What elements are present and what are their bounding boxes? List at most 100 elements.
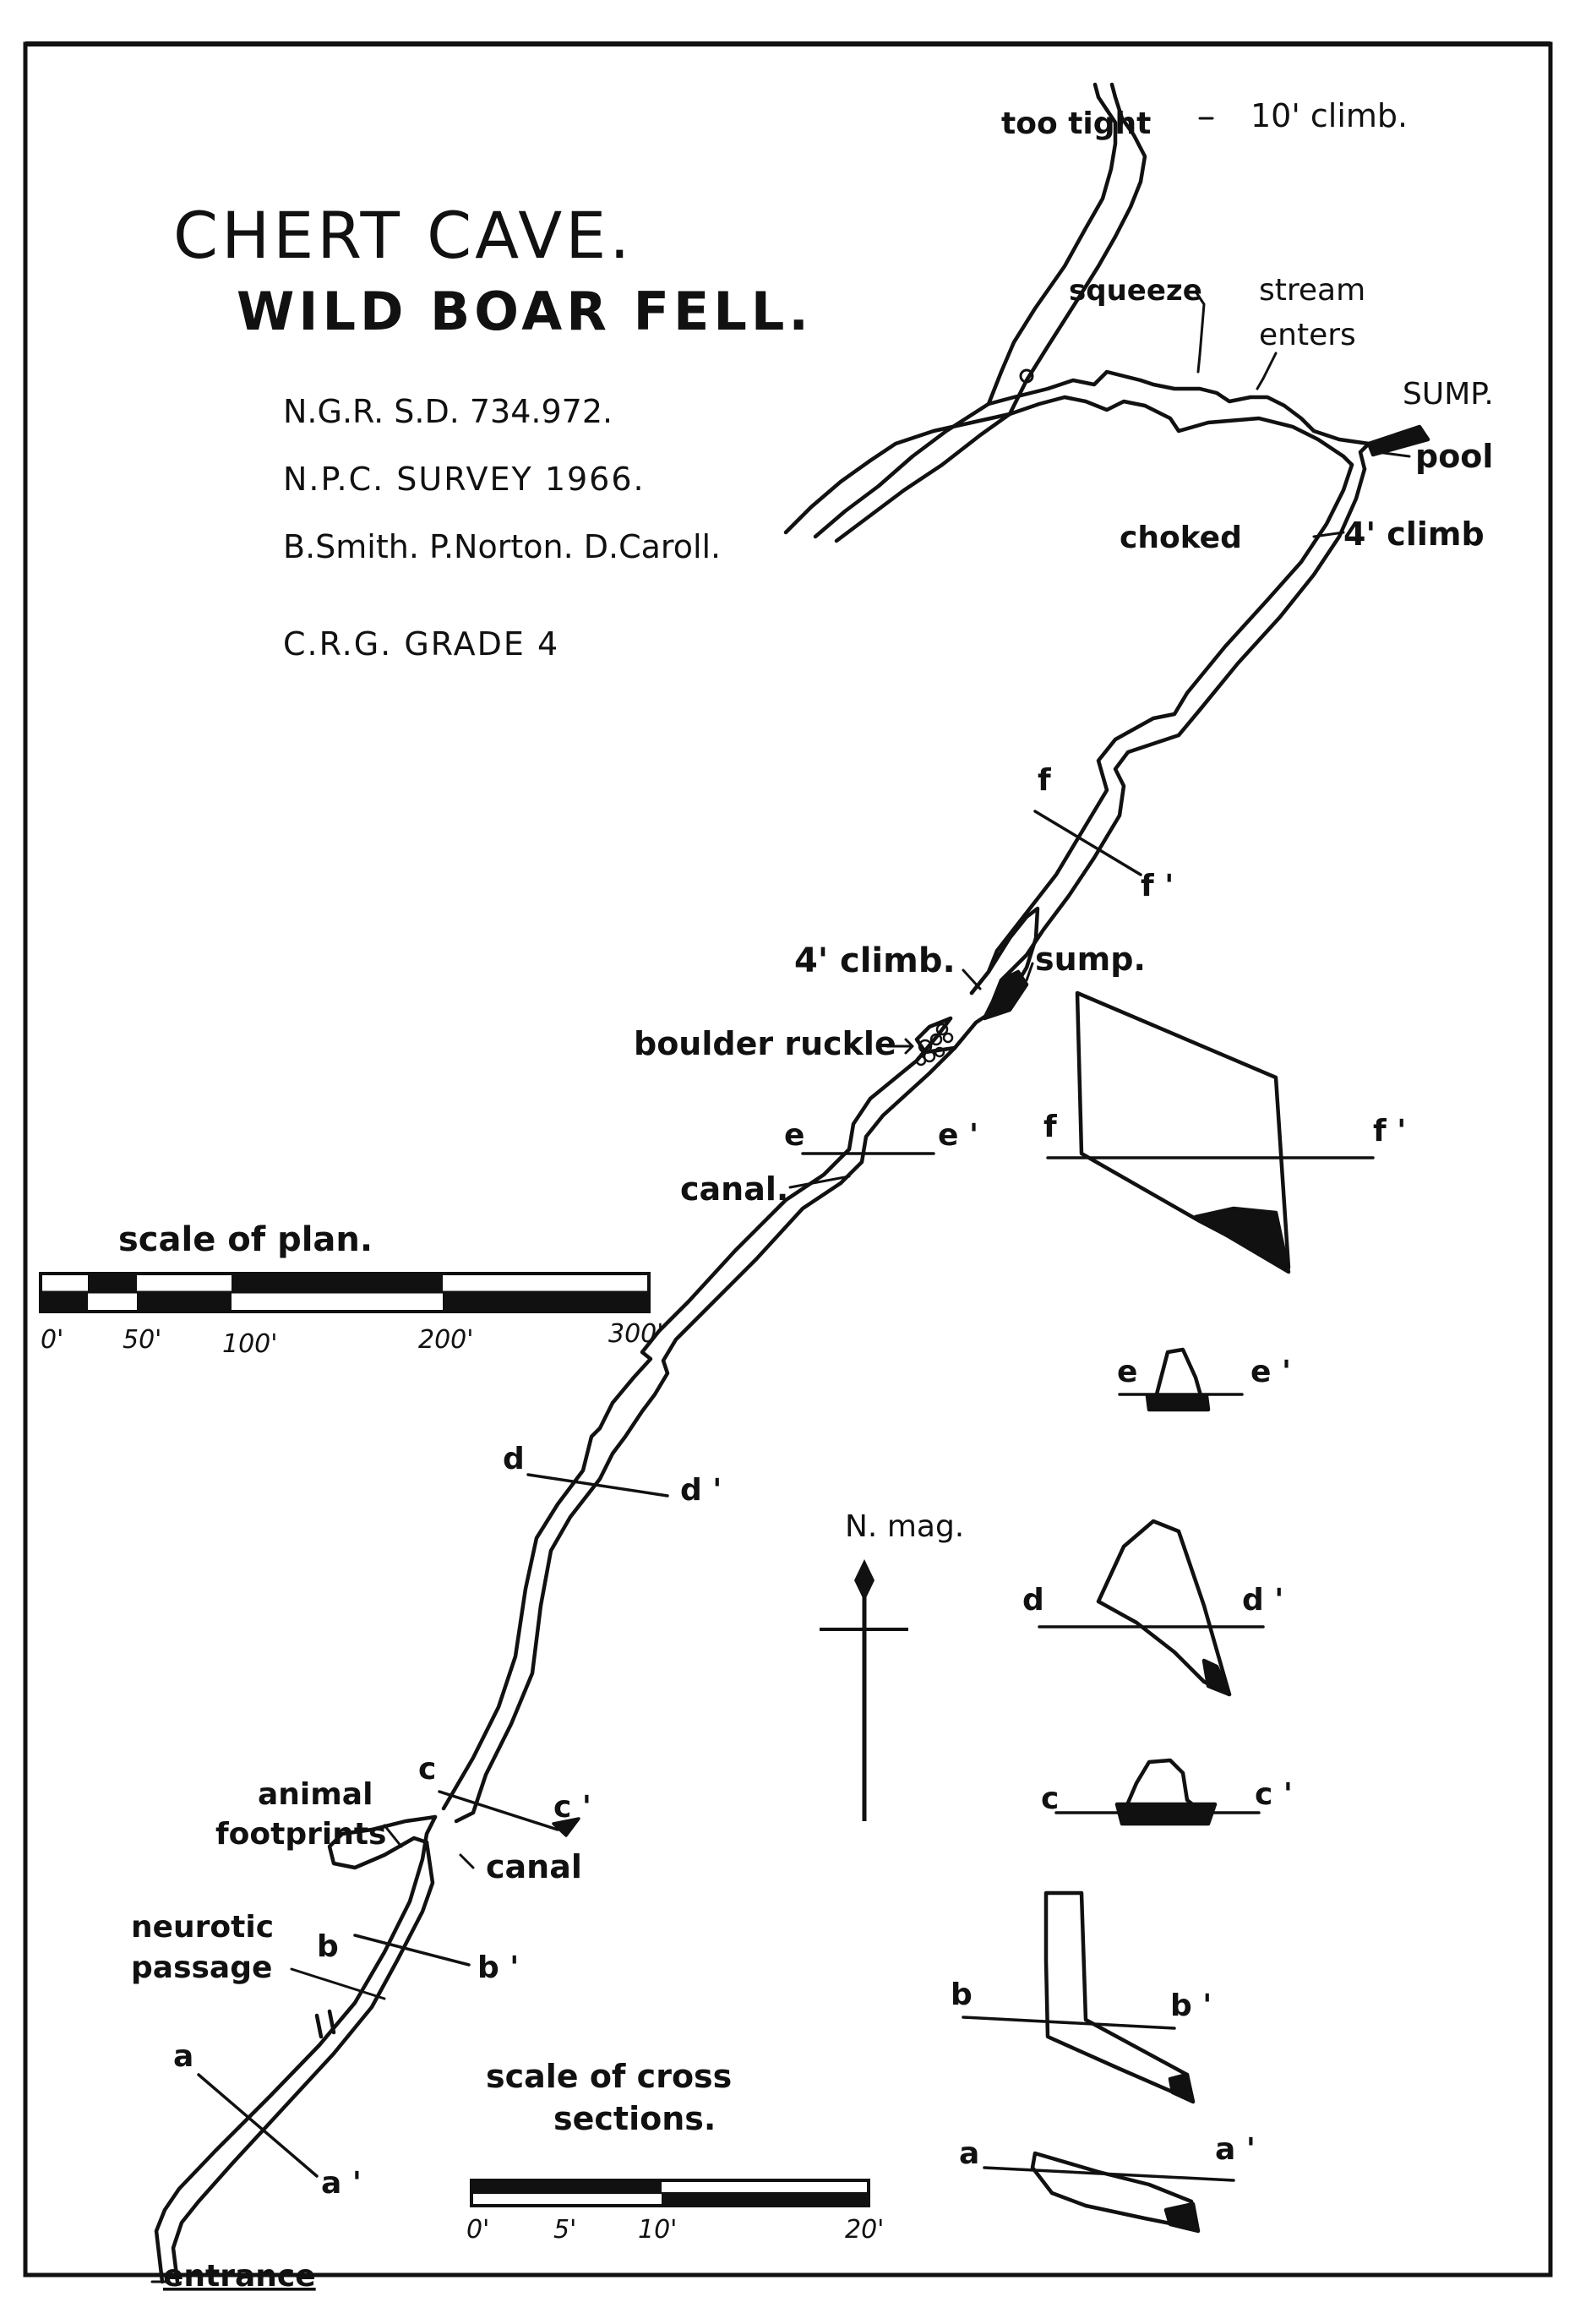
label-ten-foot-climb: 10' climb. <box>1250 97 1408 134</box>
section-line-a <box>197 2073 319 2178</box>
cross-section-a <box>983 2151 1235 2234</box>
plan-mark-a-prime: a ' <box>321 2166 362 2201</box>
leader-boulder-ruckle <box>885 1038 914 1055</box>
leader-canal-upper <box>788 1175 851 1189</box>
xs-c-left: c <box>1041 1781 1059 1816</box>
cross-section-b <box>962 1890 1196 2104</box>
neurotic-passage-mark <box>314 2009 336 2039</box>
grid-reference: N.G.R. S.D. 734.972. <box>283 393 613 430</box>
plan-section-lines <box>197 810 1142 2178</box>
cross-section-e <box>1118 1347 1244 1412</box>
north-passage-west <box>986 107 1118 406</box>
leader-neurotic <box>290 1967 386 2000</box>
section-scale-tick-10: 10' <box>638 2215 677 2245</box>
xs-b-left: b <box>951 1978 973 2012</box>
section-mark-c-wedge <box>552 1817 580 1837</box>
plan-scale-seg-4 <box>232 1274 443 1292</box>
xs-a-left: a <box>959 2136 979 2171</box>
label-sump-upper: SUMP. <box>1403 377 1494 412</box>
section-scale-title-2: sections. <box>553 2100 716 2137</box>
plan-mark-b-prime: b ' <box>477 1950 519 1985</box>
plan-scale-seg-2 <box>88 1274 137 1292</box>
xs-d-right: d ' <box>1242 1583 1283 1618</box>
plan-mark-e: e <box>784 1118 804 1153</box>
label-pool: pool <box>1415 438 1493 475</box>
cross-section-c <box>1054 1758 1261 1826</box>
xs-e-left: e <box>1117 1355 1137 1389</box>
too-tight-end <box>1092 82 1125 121</box>
plan-scale-seg-5 <box>443 1292 649 1312</box>
north-arrow: N. mag. <box>820 1509 964 1821</box>
title-line-2: WILD BOAR FELL. <box>237 281 813 342</box>
label-too-tight: too tight <box>1001 106 1151 141</box>
section-f-floor-fill <box>1193 1206 1291 1274</box>
plan-scale-tick-0: 0' <box>41 1325 63 1355</box>
section-scale-seg-2 <box>560 2180 662 2193</box>
section-scale-seg-1 <box>471 2180 560 2193</box>
plan-scale-seg-3 <box>137 1292 232 1312</box>
sump-lower-fill <box>982 969 1029 1021</box>
boulder-ruckle-rocks <box>915 1023 954 1067</box>
survey-credit: N.P.C. SURVEY 1966. <box>283 461 646 498</box>
section-line-f <box>1033 810 1142 876</box>
plan-mark-c: c <box>418 1752 436 1787</box>
cave-passage-plan <box>154 82 1430 2284</box>
sump-upper-fill <box>1366 424 1430 457</box>
label-animal-1: animal <box>258 1777 373 1812</box>
north-label: N. mag. <box>845 1509 964 1544</box>
squeeze-marker <box>1019 368 1034 384</box>
label-sump-lower: sump. <box>1035 941 1146 978</box>
upper-passage-west <box>783 395 1354 535</box>
passage-east-wall <box>171 466 1367 2284</box>
leader-pool <box>1376 450 1411 458</box>
cross-sections <box>962 990 1375 2234</box>
section-d-outline <box>1096 1519 1232 1697</box>
section-b-floor-fill <box>1168 2072 1196 2104</box>
cross-section-f <box>1046 990 1375 1274</box>
label-four-climb-upper: 4' climb <box>1343 516 1485 553</box>
title-line-1: CHERT CAVE. <box>173 198 633 273</box>
leader-sump-lower <box>1025 962 1034 982</box>
label-squeeze: squeeze <box>1069 274 1202 308</box>
label-entrance: entrance <box>163 2259 316 2294</box>
upper-passage-east <box>986 369 1371 472</box>
section-scale-title-1: scale of cross <box>486 2058 732 2095</box>
plan-scale-tick-50: 50' <box>123 1325 161 1355</box>
label-choked: choked <box>1120 521 1242 555</box>
leader-canal-lower <box>459 1853 475 1869</box>
label-canal-upper: canal. <box>680 1170 788 1208</box>
section-a-datum <box>983 2166 1235 2182</box>
plan-mark-d-prime: d ' <box>680 1473 722 1508</box>
leader-four-climb-upper <box>1312 531 1345 538</box>
plan-mark-c-prime: c ' <box>553 1790 591 1825</box>
section-scale-tick-0: 0' <box>466 2215 489 2245</box>
surveyor-names: B.Smith. P.Norton. D.Caroll. <box>283 528 721 565</box>
section-e-floor-fill <box>1145 1394 1211 1412</box>
section-b-datum <box>962 2016 1176 2030</box>
leader-animal <box>383 1824 403 1848</box>
plan-mark-b: b <box>317 1929 339 1964</box>
title-block: CHERT CAVE. WILD BOAR FELL. N.G.R. S.D. … <box>173 198 813 663</box>
xs-e-right: e ' <box>1250 1355 1291 1389</box>
cross-section-d <box>1038 1519 1265 1697</box>
plan-annotations: too tight 10' climb. squeeze stream ente… <box>131 97 1494 2294</box>
plan-mark-f: f <box>1038 763 1051 798</box>
survey-grade: C.R.G. GRADE 4 <box>283 625 559 663</box>
xs-f-right: f ' <box>1373 1114 1406 1148</box>
xs-d-left: d <box>1022 1583 1044 1618</box>
plan-mark-d: d <box>503 1442 525 1476</box>
label-stream-1: stream <box>1259 273 1365 308</box>
leader-four-climb-lower <box>962 968 982 990</box>
cross-section-labels: f f ' e e ' d d ' c c ' b b ' a a ' <box>951 1110 1406 2171</box>
xs-b-right: b ' <box>1170 1988 1212 2023</box>
leader-stream <box>1256 352 1278 390</box>
plan-mark-e-prime: e ' <box>938 1118 978 1153</box>
section-scale-tick-5: 5' <box>553 2215 576 2245</box>
label-boulder-ruckle: boulder ruckle <box>634 1025 896 1062</box>
choked-passage <box>813 401 1012 543</box>
section-scale-tick-20: 20' <box>845 2215 884 2245</box>
label-stream-2: enters <box>1259 318 1356 352</box>
label-canal-lower: canal <box>486 1848 582 1885</box>
section-scale-seg-3 <box>662 2193 869 2206</box>
